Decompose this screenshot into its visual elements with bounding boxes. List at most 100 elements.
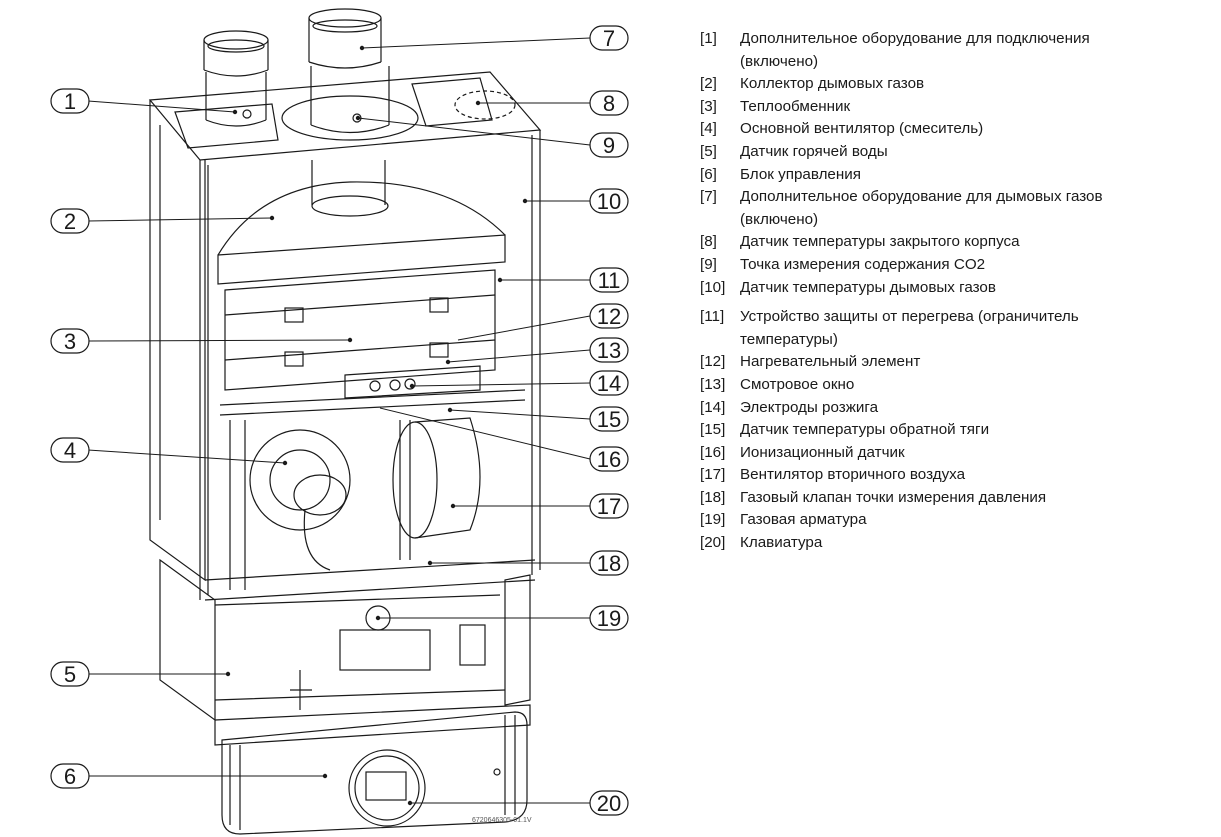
- legend-number: [9]: [700, 255, 717, 273]
- callout-6: 6: [50, 763, 90, 789]
- callout-bubble: [589, 370, 629, 396]
- legend-item: [2]Коллектор дымовых газов: [700, 73, 1120, 96]
- legend-text: Ионизационный датчик: [740, 443, 905, 461]
- legend-text: Газовый клапан точки измерения давления: [740, 488, 1047, 506]
- legend-item: [13] Смотровое окно: [700, 374, 1120, 397]
- callout-number: 8: [603, 91, 615, 116]
- flue-gas-collector: [217, 160, 506, 285]
- legend-item: [10]Датчик температуры дымовых газов: [700, 277, 1120, 300]
- legend-item: [7] Дополнительное оборудование для дымов…: [700, 186, 1120, 231]
- legend-text: Вентилятор вторичного воздуха: [740, 466, 966, 484]
- callout-number: 18: [597, 551, 621, 576]
- legend-number: [7]: [700, 188, 717, 206]
- callout-2: 2: [50, 208, 90, 234]
- legend-item: [8] Датчик температуры закрытого корпуса: [700, 231, 1120, 254]
- legend-number: [20]: [700, 534, 726, 552]
- callout-number: 9: [603, 133, 615, 158]
- legend-number: [4]: [700, 120, 717, 138]
- flue-pipe: [281, 8, 419, 141]
- callout-bubble: [50, 437, 90, 463]
- legend-number: [17]: [700, 466, 726, 484]
- legend-item: [15]Датчик температуры обратной тяги: [700, 419, 1120, 442]
- legend-item: [11]Устройство защиты от перегрева (огра…: [700, 306, 1120, 351]
- callout-number: 5: [64, 662, 76, 687]
- legend-item: [12] Нагревательный элемент: [700, 351, 1120, 374]
- callout-bubble: [589, 605, 629, 631]
- callout-number: 11: [598, 268, 621, 293]
- callout-3: 3: [50, 328, 90, 354]
- legend-text: Электроды розжига: [740, 398, 879, 416]
- callout-bubble: [50, 88, 90, 114]
- callout-11: 11: [589, 267, 629, 293]
- callout-number: 14: [597, 371, 621, 396]
- legend-item: [16] Ионизационный датчик: [700, 442, 1120, 465]
- heat-exchanger: [224, 269, 496, 391]
- legend-item: [17] Вентилятор вторичного воздуха: [700, 464, 1120, 487]
- legend-item: [14] Электроды розжига: [700, 397, 1120, 420]
- legend-number: [16]: [700, 443, 726, 461]
- gas-valve: [159, 558, 531, 746]
- callout-number: 16: [597, 447, 621, 472]
- callout-bubble: [589, 267, 629, 293]
- air-intake-pipe: [203, 30, 269, 127]
- burner-assembly: [219, 365, 526, 416]
- callout-13: 13: [589, 337, 629, 363]
- legend-number: [18]: [700, 488, 726, 506]
- callout-7: 7: [589, 25, 629, 51]
- callout-number: 3: [64, 329, 76, 354]
- callout-bubble: [50, 763, 90, 789]
- callout-12: 12: [589, 303, 629, 329]
- legend-text: Основной вентилятор (смеситель): [740, 120, 984, 138]
- callout-number: 19: [597, 606, 621, 631]
- legend-text: Клавиатура: [740, 534, 823, 552]
- callout-bubble: [589, 550, 629, 576]
- legend-number: [15]: [700, 421, 726, 439]
- document-code: 6720646305-01.1V: [472, 817, 532, 824]
- callout-17: 17: [589, 493, 629, 519]
- legend-text: Датчик температуры дымовых газов: [740, 278, 996, 296]
- callout-bubble: [50, 208, 90, 234]
- legend-text: Точка измерения содержания CO2: [740, 255, 986, 273]
- legend-text: Датчик температуры закрытого корпуса: [740, 233, 1020, 251]
- callout-number: 1: [64, 89, 76, 114]
- legend-text: Нагревательный элемент: [740, 353, 921, 371]
- legend-text: Дополнительное оборудование для дымовых …: [740, 188, 1103, 228]
- callout-lines: [87, 37, 591, 804]
- callout-number: 2: [64, 209, 76, 234]
- callout-number: 7: [603, 26, 615, 51]
- legend-text: Смотровое окно: [740, 375, 855, 393]
- legend-number: [8]: [700, 233, 717, 251]
- casing-frame: [149, 100, 541, 601]
- legend-item: [20] Клавиатура: [700, 532, 1120, 555]
- callout-bubble: [589, 446, 629, 472]
- callout-bubble: [589, 790, 629, 816]
- callout-bubble: [589, 493, 629, 519]
- legend-number: [12]: [700, 353, 726, 371]
- callout-number: 6: [64, 764, 76, 789]
- callout-10: 10: [589, 188, 629, 214]
- top-panel: [148, 71, 542, 161]
- legend-number: [1]: [700, 30, 717, 47]
- callout-number: 13: [597, 338, 621, 363]
- callout-bubble: [589, 303, 629, 329]
- legend-item: [3]Теплообменник: [700, 96, 1120, 119]
- callout-bubble: [50, 328, 90, 354]
- legend-item: [6]Блок управления: [700, 164, 1120, 187]
- legend-number: [14]: [700, 398, 726, 416]
- callout-4: 4: [50, 437, 90, 463]
- callout-1: 1: [50, 88, 90, 114]
- callout-bubble: [589, 406, 629, 432]
- callout-number: 15: [597, 407, 621, 432]
- callout-dots: [225, 45, 528, 806]
- legend-number: [13]: [700, 375, 726, 393]
- callout-14: 14: [589, 370, 629, 396]
- callout-bubble: [589, 90, 629, 116]
- callout-19: 19: [589, 605, 629, 631]
- legend-number: [3]: [700, 97, 717, 115]
- control-unit: [221, 711, 528, 835]
- legend-number: [5]: [700, 142, 717, 160]
- callout-number: 4: [64, 438, 76, 463]
- callout-bubble: [589, 25, 629, 51]
- callout-bubble: [589, 132, 629, 158]
